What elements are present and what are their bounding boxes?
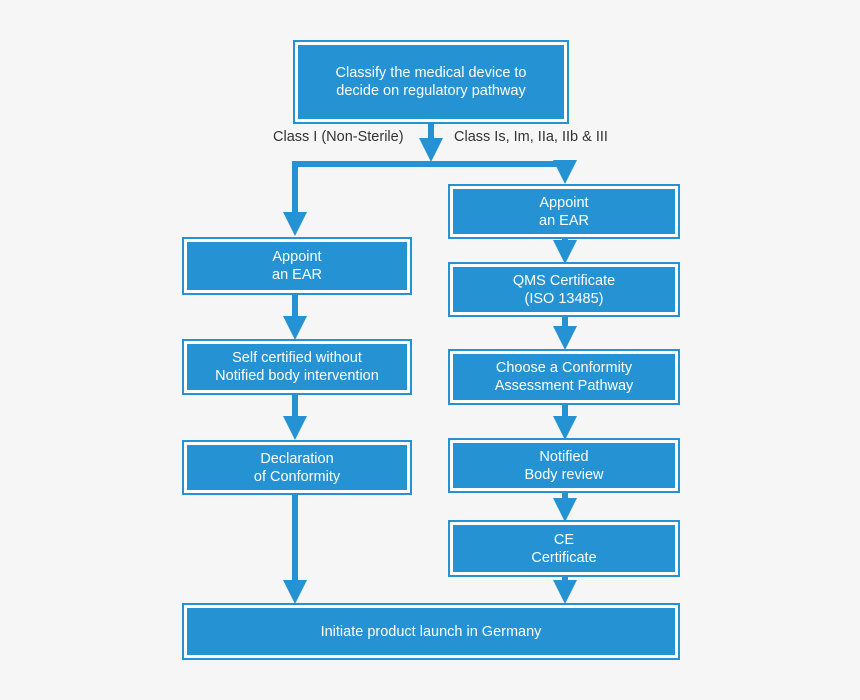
classify-device-box: Classify the medical device to decide on… [293, 40, 569, 124]
left-appoint-ear-box: Appoint an EAR [182, 237, 412, 295]
product-launch-box: Initiate product launch in Germany [182, 603, 680, 660]
left-appoint-ear-label: Appoint an EAR [272, 249, 322, 283]
ce-certificate-label: CE Certificate [531, 531, 597, 566]
branch-label-class-i: Class I (Non-Sterile) [273, 129, 404, 145]
right-appoint-ear-box: Appoint an EAR [448, 184, 680, 239]
qms-certificate-label: QMS Certificate (ISO 13485) [512, 272, 616, 307]
self-certified-box: Self certified without Notified body int… [182, 339, 412, 395]
notified-body-review-box: Notified Body review [448, 438, 680, 493]
declaration-of-conformity-label: Declaration of Conformity [253, 450, 341, 485]
notified-body-review-label: Notified Body review [524, 448, 604, 483]
qms-certificate-box: QMS Certificate (ISO 13485) [448, 262, 680, 317]
right-appoint-ear-label: Appoint an EAR [539, 194, 589, 229]
ce-certificate-box: CE Certificate [448, 520, 680, 577]
product-launch-label: Initiate product launch in Germany [320, 623, 542, 640]
conformity-pathway-box: Choose a Conformity Assessment Pathway [448, 349, 680, 405]
branch-label-other-classes: Class Is, Im, IIa, IIb & III [454, 129, 608, 145]
self-certified-label: Self certified without Notified body int… [215, 350, 379, 384]
conformity-pathway-label: Choose a Conformity Assessment Pathway [494, 360, 634, 394]
classify-device-label: Classify the medical device to decide on… [335, 65, 527, 99]
declaration-of-conformity-box: Declaration of Conformity [182, 440, 412, 495]
